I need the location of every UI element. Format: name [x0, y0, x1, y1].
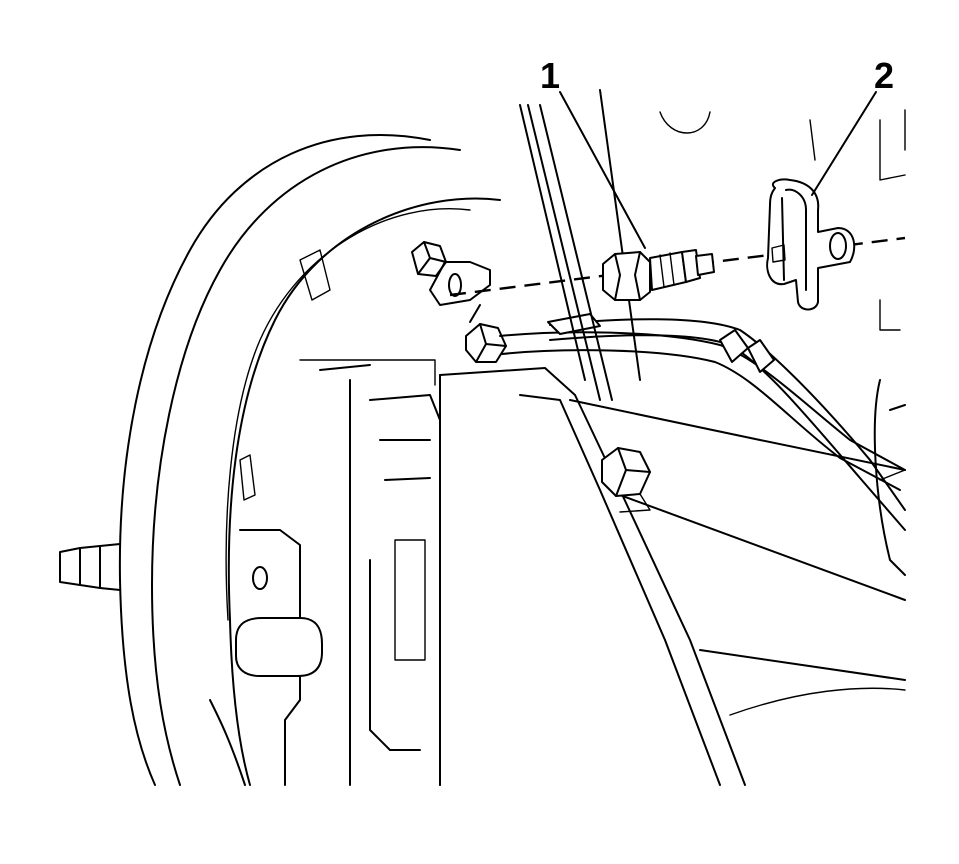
brake-hose: [499, 313, 906, 531]
callout-label-2: 2: [874, 55, 894, 96]
mounting-bracket: [209, 529, 323, 786]
knuckle-body: [319, 364, 441, 786]
frame-rail: [519, 89, 906, 576]
part-1-bleeder-fitting: [602, 249, 715, 301]
hex-bolt-upper: [411, 241, 447, 277]
leader-line-1: [559, 91, 646, 249]
leader-line-2: [811, 91, 877, 196]
part-2-retaining-clip: [766, 178, 856, 311]
callout-label-1: 1: [540, 55, 560, 96]
line-bracket-tab: [429, 261, 491, 323]
brake-line-fitting-nut: [465, 323, 507, 363]
control-arm: [439, 367, 906, 786]
brake-backing-plate: [118, 133, 501, 786]
axle-stud: [59, 543, 121, 591]
hex-bolt-middle: [601, 447, 651, 513]
